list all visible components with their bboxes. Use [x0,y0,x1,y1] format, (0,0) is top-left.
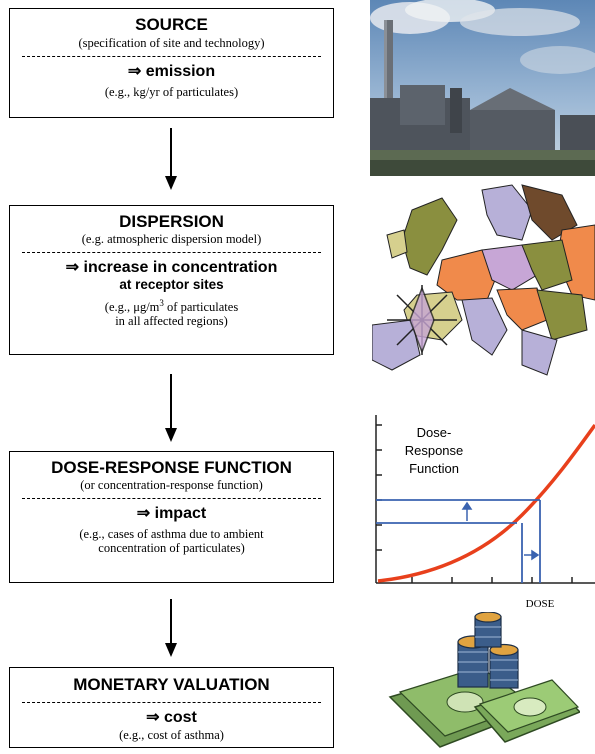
arrow-dispersion-to-dose [170,374,172,430]
dose-response-example-line1: (e.g., cases of asthma due to ambient [79,527,264,541]
monetary-divider [22,702,321,703]
dispersion-box: DISPERSION (e.g. atmospheric dispersion … [9,205,334,355]
dispersion-result-line2: at receptor sites [119,277,224,292]
dose-chart-label-2: Response [405,443,464,458]
monetary-title: MONETARY VALUATION [73,675,270,694]
monetary-example: (e.g., cost of asthma) [119,728,224,742]
source-divider [22,56,321,57]
dispersion-example-line1: (e.g., μg/m3 of particulates [10,296,333,314]
arrow-source-to-dispersion [170,128,172,178]
receptor-star-icon [387,285,457,355]
up-arrow-icon [461,501,473,521]
dose-response-subtitle: (or concentration-response function) [80,478,263,492]
dose-response-title: DOSE-RESPONSE FUNCTION [51,458,292,477]
dose-chart-label-1: Dose- [417,425,452,440]
dose-chart-label-3: Function [409,461,459,476]
dose-response-curve [377,423,595,583]
arrow-dose-to-monetary [170,599,172,645]
dispersion-example-end: of particulates [163,300,239,315]
coins-icon [457,612,519,689]
arrow-source-to-dispersion-head [165,176,177,190]
arrow-dispersion-to-dose-head [165,428,177,442]
dose-axis-label: DOSE [526,598,555,610]
dispersion-subtitle: (e.g. atmospheric dispersion model) [81,232,262,246]
money-image [388,612,580,748]
dose-response-result: ⇒ impact [136,505,207,522]
right-arrow-icon [524,549,540,561]
source-subtitle: (specification of site and technology) [78,36,265,50]
europe-map-image [372,184,595,376]
source-title: SOURCE [135,15,208,34]
dose-response-box: DOSE-RESPONSE FUNCTION (or concentration… [9,451,334,583]
monetary-result: ⇒ cost [146,709,197,726]
dose-response-divider [22,498,321,499]
dispersion-result: ⇒ increase in concentration [65,259,278,276]
dispersion-divider [22,252,321,253]
monetary-box: MONETARY VALUATION ⇒ cost (e.g., cost of… [9,667,334,748]
banknotes-icon [388,666,580,748]
arrow-dose-to-monetary-head [165,643,177,657]
dose-response-example-line2: concentration of particulates) [98,541,245,555]
source-example: (e.g., kg/yr of particulates) [104,85,239,99]
dispersion-example-start: (e.g., μg/m [104,300,160,315]
source-result: ⇒ emission [127,63,216,80]
dispersion-example-sup: 3 [159,298,164,308]
dose-response-chart: Dose- Response Function DOSE [375,415,595,610]
dispersion-example-line2: in all affected regions) [115,314,228,329]
source-box: SOURCE (specification of site and techno… [9,8,334,118]
dispersion-title: DISPERSION [119,212,224,231]
power-plant-image [370,0,595,176]
